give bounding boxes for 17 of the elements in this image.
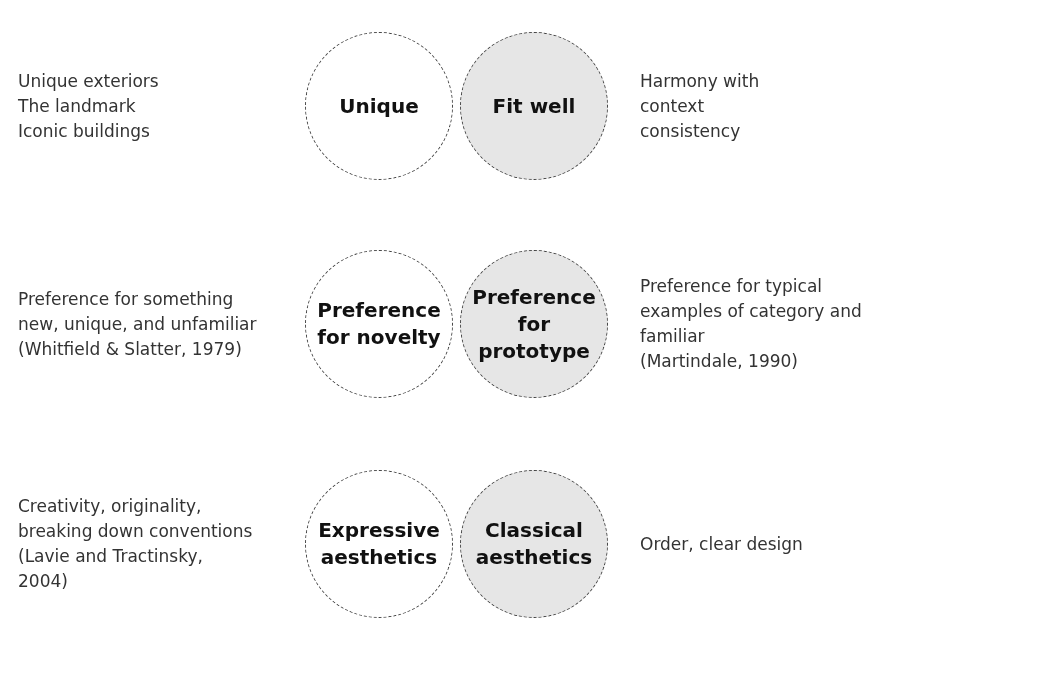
side-note: (Lavie and Tractinsky, 2004) [18, 545, 204, 593]
circle-label: Unique [339, 92, 419, 120]
side-note: Harmony with context consistency [640, 69, 761, 143]
circle-label: Fit well [492, 92, 576, 120]
side-note: (Martindale, 1990) [640, 350, 799, 373]
side-note: Unique exteriors [18, 69, 160, 93]
circle-label: Classical aesthetics [474, 517, 594, 571]
side-note: Preference for typical examples of category and familiar [640, 275, 863, 348]
side-note: Preference for something new, unique, and unfamiliar [18, 287, 258, 336]
side-note: Creativity, originality, breaking down conventions [18, 495, 254, 543]
side-note: Iconic buildings [18, 119, 151, 143]
circle-label: Preference for novelty [316, 297, 442, 351]
circle-label: Preference for prototype [471, 283, 597, 365]
side-note: (Whitfield & Slatter, 1979) [18, 337, 243, 361]
side-note: Order, clear design [640, 532, 804, 556]
side-note: The landmark [18, 94, 137, 118]
circle-label: Expressive aesthetics [317, 517, 441, 571]
